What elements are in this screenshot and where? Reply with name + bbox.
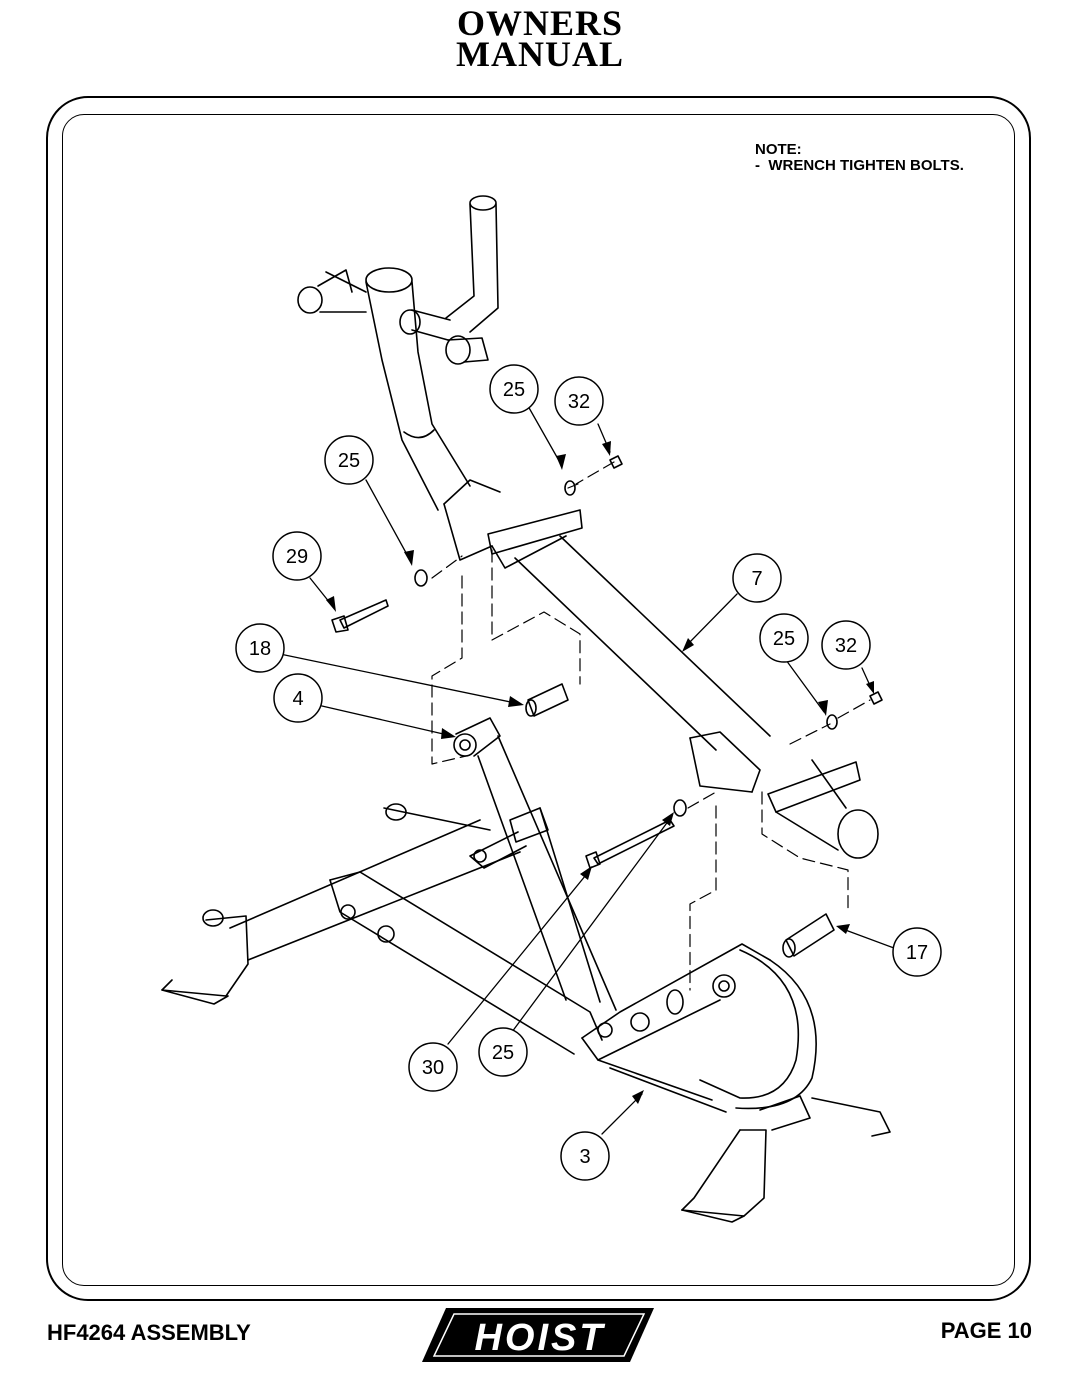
callout-30: 30 [422,1057,444,1079]
page-number: PAGE 10 [940,1318,1032,1343]
assembly-lines [431,461,871,991]
pivot-tube [453,717,617,1011]
drawing-frame-inner [62,114,1015,1286]
callout-3: 3 [579,1146,590,1168]
hardware [331,455,883,958]
callout-4: 4 [292,688,303,710]
callout-25-bottom: 25 [492,1042,514,1064]
leader-lines [279,405,895,1135]
upright-post [297,195,499,511]
main-beam [443,479,879,859]
callout-25-top: 25 [503,379,525,401]
assembly-note: NOTE: - WRENCH TIGHTEN BOLTS. [755,142,964,174]
callout-29: 29 [286,546,308,568]
note-title: NOTE: [755,141,802,158]
callout-25-left: 25 [338,450,360,472]
callout-32-right: 32 [835,635,857,657]
manual-title: OWNERS MANUAL [0,3,1080,74]
note-line: - WRENCH TIGHTEN BOLTS. [755,157,964,174]
callout-18: 18 [249,638,271,660]
leader-arrowheads [326,441,874,1104]
drawing-frame-outer [46,96,1031,1301]
callout-circles [235,364,942,1181]
callout-32-top: 32 [568,391,590,413]
callout-7: 7 [751,568,762,590]
title-line-2: MANUAL [456,34,624,74]
title-line-1: OWNERS [456,3,624,43]
callout-numbers: 25 32 25 29 7 18 4 25 32 17 30 25 3 [249,379,928,1168]
hoist-logo: HOIST [418,1306,658,1369]
callout-17: 17 [906,942,928,964]
logo-text: HOIST [474,1317,605,1359]
callout-25-right: 25 [773,628,795,650]
assembly-model-label: HF4264 ASSEMBLY [47,1320,251,1345]
base-frame [161,803,891,1223]
